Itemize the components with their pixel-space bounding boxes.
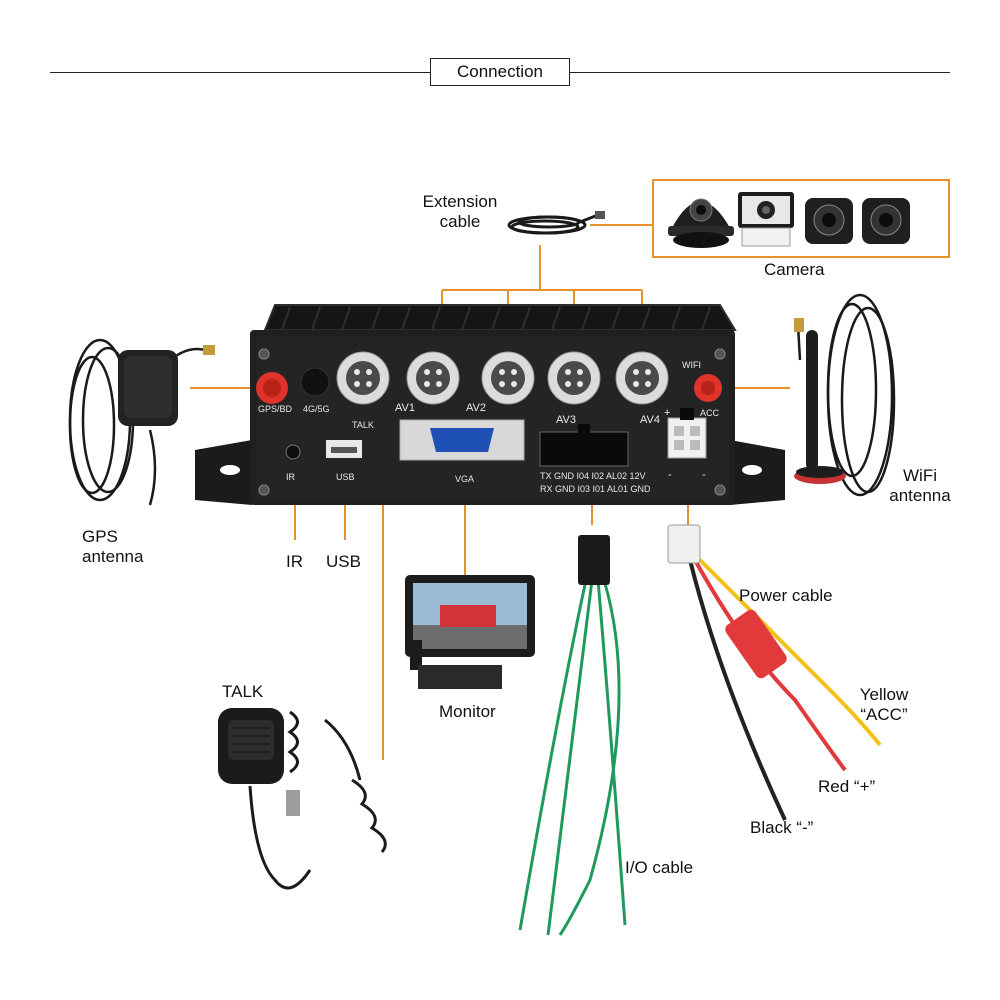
label-panel-ir: IR (286, 472, 296, 482)
label-black-minus: Black “-” (750, 818, 814, 837)
label-gps-bd: GPS/BD (258, 404, 293, 414)
wifi-port (694, 374, 722, 402)
microphone (218, 708, 387, 890)
power-plug (667, 524, 701, 564)
box-camera (738, 192, 794, 247)
label-io-row1: TX GND I04 I02 AL02 12V (540, 471, 646, 481)
label-talk: TALK (222, 682, 264, 701)
panel-labels: GPS/BD 4G/5G TALK AV1 AV2 AV3 AV4 WIFI A… (258, 360, 720, 494)
label-camera: Camera (764, 260, 825, 279)
power-cable (688, 558, 882, 821)
fuse-holder (725, 609, 787, 679)
label-wifi: WIFI (682, 360, 701, 370)
side-camera-2 (862, 198, 910, 244)
label-gps-antenna: GPS antenna (82, 527, 144, 566)
label-av2: AV2 (466, 402, 486, 414)
label-io-row2: RX GND I03 I01 AL01 GND (540, 484, 651, 494)
label-extension-cable: Extension cable (422, 192, 498, 231)
label-av3: AV3 (556, 414, 576, 426)
dome-camera (668, 198, 734, 248)
title-rule-left (50, 72, 430, 73)
gps-antenna (68, 338, 215, 506)
panel-screws (258, 348, 726, 496)
label-panel-usb: USB (336, 472, 355, 482)
extension-cable (507, 211, 605, 235)
label-av1: AV1 (395, 402, 415, 414)
g4-5g-port (300, 367, 330, 397)
ir-port (285, 444, 301, 460)
label-plus: + (664, 407, 670, 419)
diagram-title: Connection (430, 58, 570, 86)
label-wifi-antenna: WiFi antenna (889, 466, 951, 505)
monitor (405, 575, 535, 689)
label-monitor: Monitor (439, 702, 496, 721)
label-yellow-acc: Yellow “ACC” (859, 685, 909, 724)
label-minus-right: - (702, 469, 706, 481)
side-camera-1 (805, 198, 853, 244)
label-usb: USB (326, 552, 361, 571)
gps-bd-port (256, 372, 288, 404)
power-port (667, 417, 707, 459)
io-cable (518, 579, 627, 936)
title-rule-right (570, 72, 950, 73)
label-red-plus: Red “+” (818, 777, 876, 796)
wifi-antenna (794, 293, 896, 497)
label-4g-5g: 4G/5G (303, 404, 330, 414)
io-plug (578, 535, 610, 585)
label-power-cable: Power cable (739, 586, 833, 605)
label-panel-talk: TALK (352, 420, 374, 430)
label-acc: ACC (700, 408, 720, 418)
label-vga: VGA (455, 474, 474, 484)
io-port (539, 431, 629, 467)
label-av4: AV4 (640, 414, 660, 426)
label-ir: IR (286, 552, 303, 571)
label-minus-left: - (668, 469, 672, 481)
label-io-cable: I/O cable (625, 858, 694, 877)
